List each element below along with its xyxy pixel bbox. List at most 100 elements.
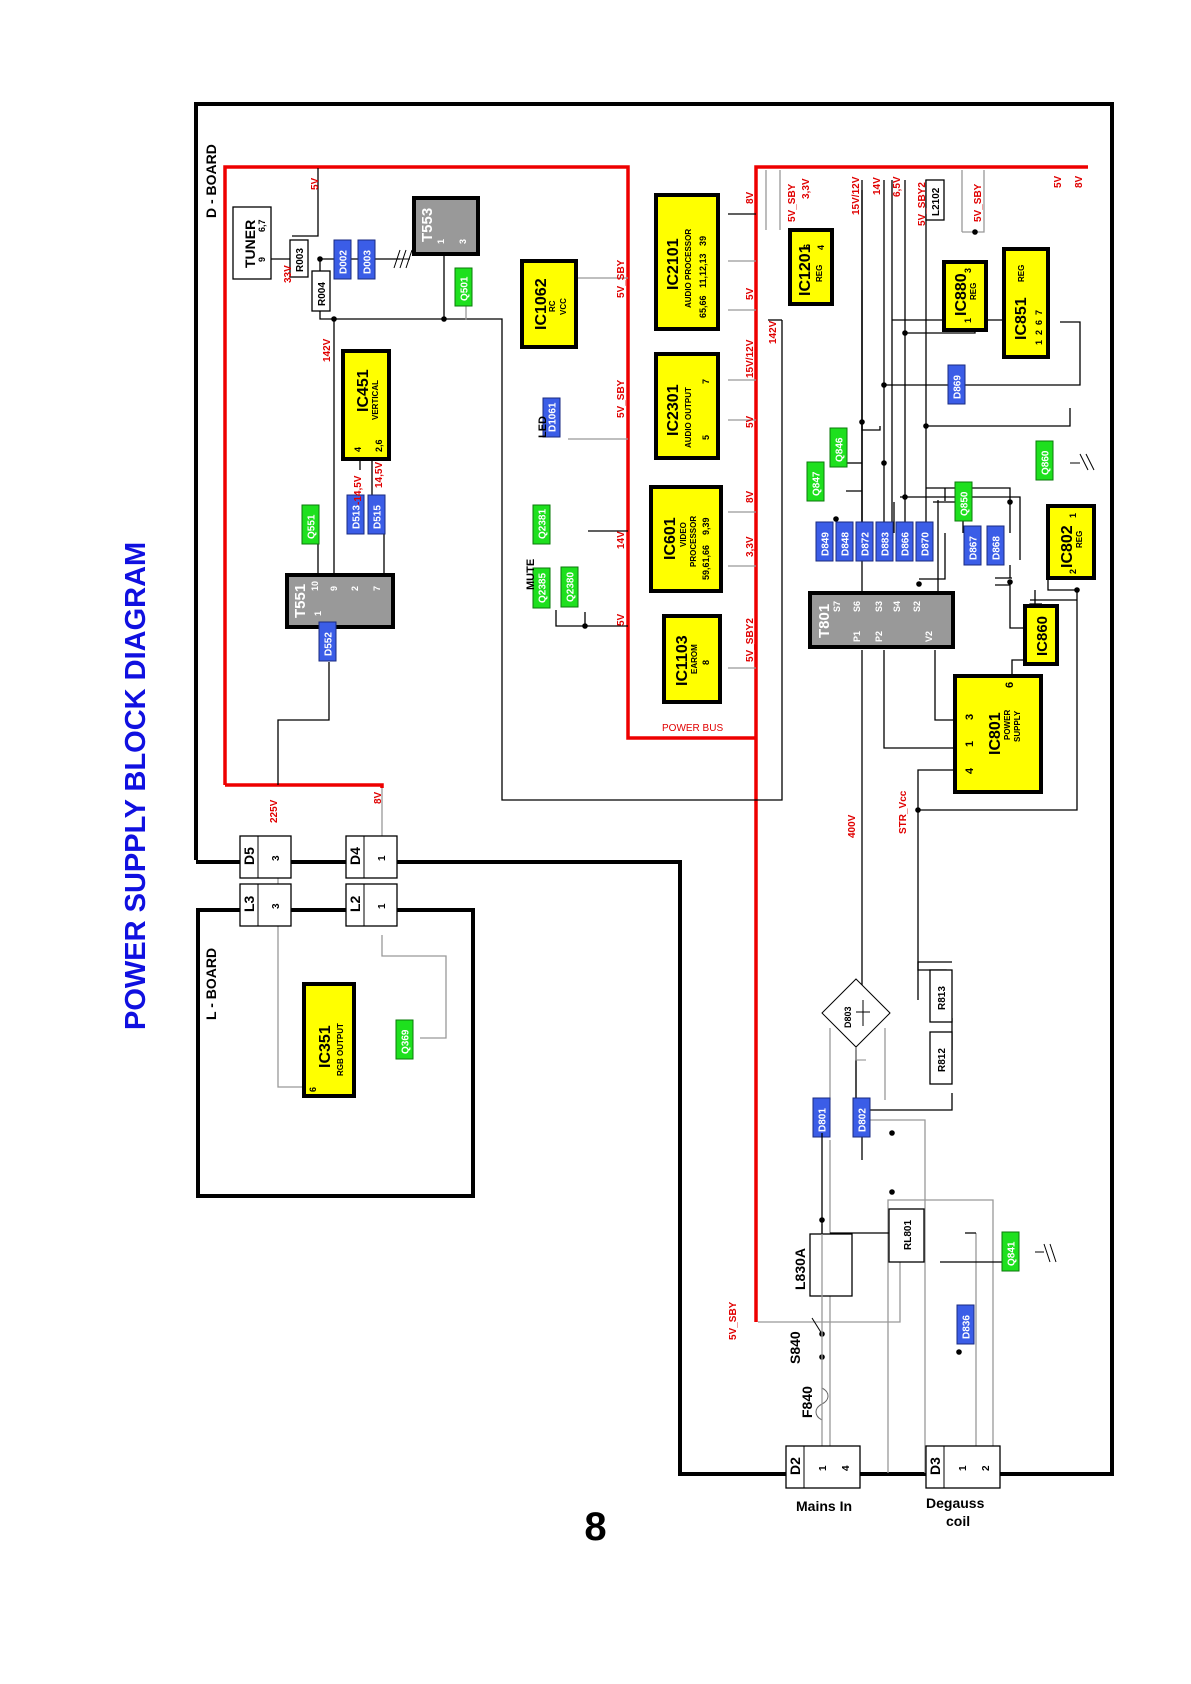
resistor-r812[interactable]: R812: [929, 1031, 953, 1085]
voltage-label-v14-top: 14V: [872, 177, 883, 195]
t551-pin: 7: [372, 586, 382, 591]
transformer-t553[interactable]: T553 1 3: [412, 196, 480, 256]
transistor-label: Q551: [307, 514, 318, 539]
transistor-q847[interactable]: Q847: [806, 461, 825, 502]
diode-d870[interactable]: D870: [915, 521, 934, 562]
transistor-q841[interactable]: Q841: [1001, 1231, 1020, 1272]
r813-label: R813: [937, 986, 948, 1010]
diode-label: D552: [324, 632, 335, 656]
d-board-label: D - BOARD: [203, 144, 219, 218]
ic880-block[interactable]: IC880 REG 1 3: [942, 260, 988, 332]
switch-s840[interactable]: S840: [787, 1317, 825, 1364]
diode-d836[interactable]: D836: [956, 1304, 975, 1345]
ic1201-block[interactable]: IC1201 REG 6 4: [788, 228, 834, 306]
diode-d801[interactable]: D801: [812, 1097, 831, 1138]
tuner-pin: 9: [257, 257, 267, 262]
transistor-q850[interactable]: Q850: [954, 481, 973, 522]
ic351-pin: 6: [308, 1087, 318, 1092]
ic2301-block[interactable]: IC2301 AUDIO OUTPUT 5 7: [654, 352, 720, 460]
ic1062-sub: VCC: [559, 298, 568, 315]
transistor-q2380[interactable]: Q2380: [560, 566, 579, 608]
ic801-pin: 3: [964, 714, 976, 720]
ic851-block[interactable]: IC851 REG 1 2 6 7: [1002, 247, 1050, 359]
transistor-label: Q369: [401, 1029, 412, 1054]
transistor-q369[interactable]: Q369: [395, 1019, 414, 1060]
bridge-rectifier-d803[interactable]: D803: [821, 978, 891, 1061]
voltage-label-v5vsby-r: 5V_SBY: [973, 183, 984, 222]
voltage-label-v5sby2-1103: 5V_SBY2: [745, 618, 756, 662]
diode-d866[interactable]: D866: [895, 521, 914, 562]
diode-d849[interactable]: D849: [815, 521, 834, 562]
diode-d552[interactable]: D552: [318, 621, 337, 662]
ic1201-sub: REG: [815, 265, 824, 282]
transformer-t551[interactable]: T551 1 10 9 2 7: [285, 573, 395, 629]
ic802-pin: 2: [1068, 569, 1078, 574]
ic601-block[interactable]: IC601 VIDEO PROCESSOR 59,61,66 9,39: [649, 485, 723, 593]
transistor-q501[interactable]: Q501: [454, 267, 473, 307]
l830a-label: L830A: [792, 1248, 808, 1290]
tuner-block[interactable]: TUNER 9 6,7: [232, 206, 272, 280]
diode-d1061[interactable]: D1061: [542, 397, 561, 438]
ic851-name: IC851: [1013, 297, 1030, 340]
voltage-label-v5vsby-a: 5V_SBY: [616, 259, 627, 298]
diode-label: D513: [352, 505, 363, 529]
ic451-block[interactable]: IC451 VERTICAL 4 2,6: [341, 349, 391, 461]
diode-label: D883: [881, 532, 892, 556]
diode-d869[interactable]: D869: [947, 364, 966, 405]
ic351-block[interactable]: IC351 RGB OUTPUT 6: [302, 982, 356, 1098]
transistor-q551[interactable]: Q551: [301, 504, 320, 545]
l3-name: L3: [241, 895, 257, 912]
resistor-r004[interactable]: R004: [311, 270, 331, 312]
transistor-q860[interactable]: Q860: [1035, 440, 1054, 481]
transistor-q846[interactable]: Q846: [829, 427, 848, 468]
ic801-pin: 4: [964, 767, 976, 774]
relay-rl801[interactable]: RL801: [888, 1208, 925, 1263]
inductor-l830a[interactable]: L830A: [792, 1233, 853, 1297]
diode-d515[interactable]: D515: [367, 494, 386, 535]
transistor-label: Q2380: [566, 572, 577, 602]
diode-d802[interactable]: D802: [852, 1097, 871, 1138]
connector-l2[interactable]: L2 1: [345, 883, 398, 927]
transistor-q2385[interactable]: Q2385: [532, 567, 551, 609]
diode-d003[interactable]: D003: [357, 239, 376, 280]
transistor-label: Q2381: [538, 509, 549, 539]
diode-d867[interactable]: D867: [963, 525, 982, 566]
diode-d872[interactable]: D872: [855, 521, 874, 562]
ic351-name: IC351: [317, 1025, 334, 1068]
ic1103-block[interactable]: IC1103 EAROM 8: [662, 614, 722, 704]
connector-d2-mains-in[interactable]: D2 1 4 Mains In: [785, 1445, 861, 1514]
mute-label: MUTE: [525, 559, 537, 590]
transformer-t801[interactable]: T801 S7 S6 S3 S4 S2 P1 P2 V2: [808, 591, 955, 649]
diode-d868[interactable]: D868: [986, 525, 1005, 566]
inductor-l2102[interactable]: L2102: [925, 179, 945, 221]
ic1062-sub: RC: [548, 300, 557, 312]
ic1062-block[interactable]: IC1062 RC VCC: [520, 259, 578, 349]
connector-l3[interactable]: L3 3: [239, 883, 292, 927]
power-bus-8v-tail: [225, 783, 384, 788]
voltage-label-v1512-2301: 15V/12V: [745, 339, 756, 378]
diode-label: D872: [861, 532, 872, 556]
resistor-r003[interactable]: R003: [289, 239, 309, 278]
t551-name: T551: [292, 584, 309, 618]
diode-d848[interactable]: D848: [835, 521, 854, 562]
l2-pin: 1: [377, 903, 388, 909]
connector-d4[interactable]: D4 1: [345, 835, 398, 879]
diode-d883[interactable]: D883: [875, 521, 894, 562]
ic2101-sub: AUDIO PROCESSOR: [684, 229, 693, 308]
power-bus-right: [754, 165, 1088, 1322]
ic860-block[interactable]: IC860: [1023, 604, 1059, 666]
transistor-q2381[interactable]: Q2381: [532, 504, 551, 545]
fuse-f840[interactable]: F840: [799, 1386, 829, 1421]
resistor-r813[interactable]: R813: [929, 969, 953, 1023]
ic801-block[interactable]: IC801 POWER SUPPLY 4 1 3 6: [953, 674, 1043, 794]
voltage-label-v33-601: 3,3V: [745, 536, 756, 557]
ic802-block[interactable]: IC802 REG 2 1: [1046, 504, 1096, 580]
connector-d5[interactable]: D5 3: [239, 835, 292, 879]
ic2101-block[interactable]: IC2101 AUDIO PROCESSOR 65,66 11,12,13 39: [654, 193, 720, 331]
diode-d002[interactable]: D002: [333, 239, 352, 280]
ic851-sub: REG: [1017, 265, 1026, 282]
ic802-name: IC802: [1059, 525, 1076, 568]
diode-d513[interactable]: D513: [346, 494, 365, 535]
connector-d3-degauss[interactable]: D3 1 2 Degauss coil: [925, 1445, 1001, 1529]
